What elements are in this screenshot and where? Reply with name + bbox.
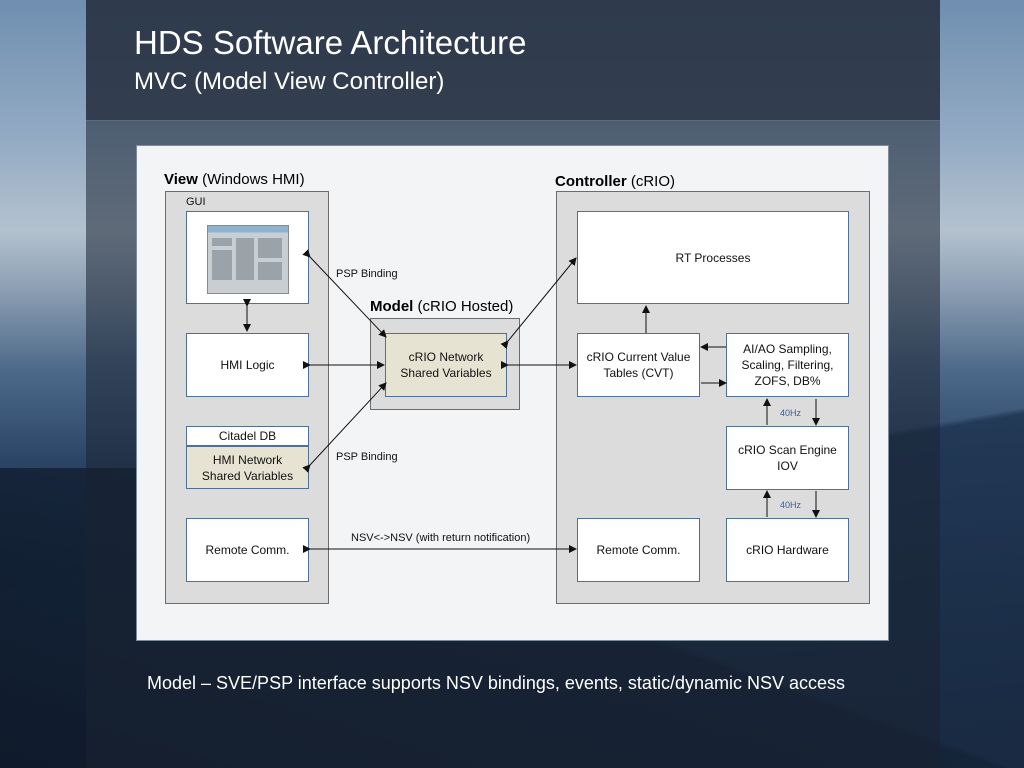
arrow-crio-nsv-rt	[500, 257, 577, 349]
controller-header: Controller (cRIO)	[555, 173, 675, 190]
view-header: View (Windows HMI)	[164, 171, 305, 188]
remote-comm-controller-box: Remote Comm.	[577, 518, 700, 582]
gui-label: GUI	[186, 196, 206, 208]
title-band	[86, 0, 940, 121]
gui-screenshot-thumbnail	[207, 225, 289, 294]
arrow-hmi-nsv-crio-nsv	[302, 382, 387, 473]
slide-caption: Model – SVE/PSP interface supports NSV b…	[147, 673, 846, 693]
nsv-link-label: NSV<->NSV (with return notification)	[351, 532, 531, 544]
connector-arrows	[243, 249, 820, 553]
aiao-sampling-box: AI/AO Sampling,Scaling, Filtering,ZOFS, …	[726, 333, 849, 397]
slide-subtitle: MVC (Model View Controller)	[134, 68, 445, 95]
citadel-db-box: Citadel DB	[186, 426, 309, 446]
arrow-gui-crio-nsv	[302, 249, 387, 338]
hz-bottom-label: 40Hz	[780, 500, 802, 510]
remote-comm-view-box: Remote Comm.	[186, 518, 309, 582]
slide-title: HDS Software Architecture	[134, 24, 527, 61]
hmi-logic-box: HMI Logic	[186, 333, 309, 397]
rt-processes-box: RT Processes	[577, 211, 849, 304]
crio-hardware-box: cRIO Hardware	[726, 518, 849, 582]
hz-top-label: 40Hz	[780, 408, 802, 418]
